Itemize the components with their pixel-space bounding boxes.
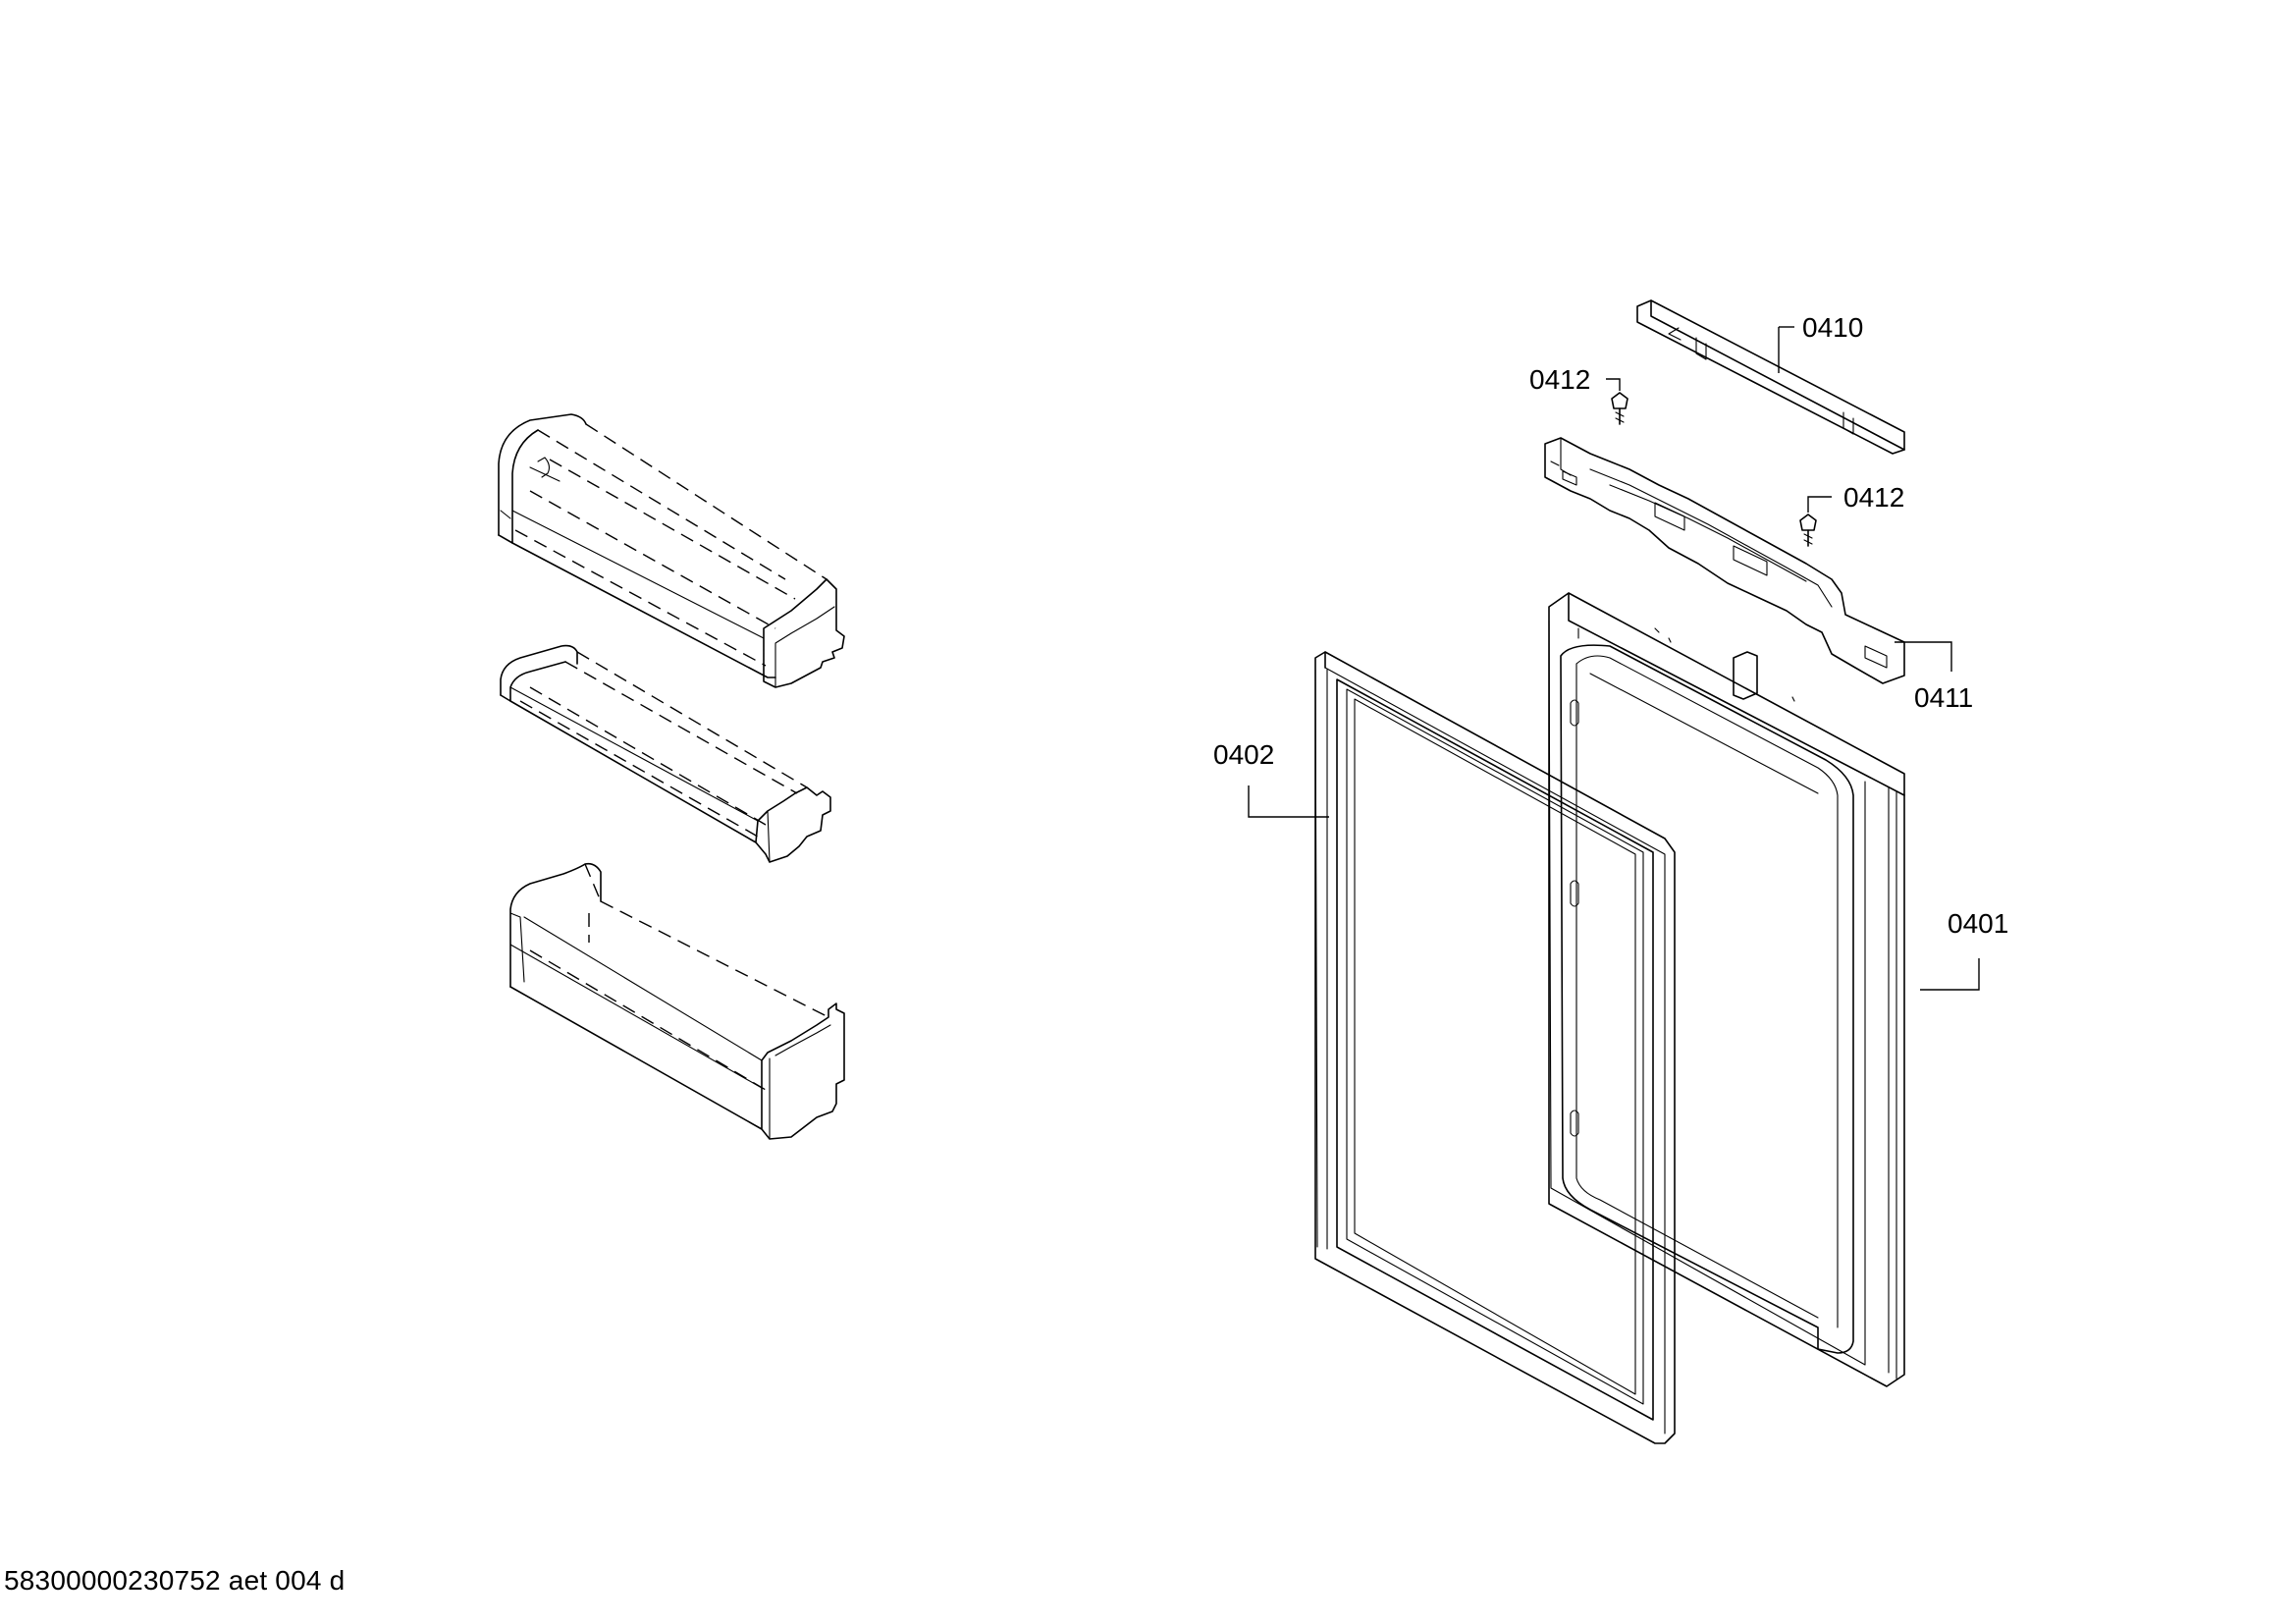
door-shelf-top [498, 413, 845, 688]
part-0412-screw-top [1611, 392, 1629, 425]
leader-0402 [1248, 785, 1329, 818]
part-0402-door-gasket [1314, 651, 1676, 1444]
door-shelf-middle [500, 644, 831, 863]
part-0412-screw-middle [1799, 514, 1817, 547]
leader-0412-top [1606, 378, 1621, 391]
leader-0411 [1895, 641, 1952, 672]
part-0401-door-panel [1548, 592, 1905, 1387]
label-0401: 0401 [1948, 908, 2008, 939]
label-0411: 0411 [1914, 682, 1973, 713]
document-id: 58300000230752 aet 004 d [4, 1565, 346, 1596]
label-0410: 0410 [1802, 312, 1863, 343]
label-0412-mid: 0412 [1843, 482, 1904, 513]
door-shelf-bottom [509, 862, 845, 1140]
label-0402: 0402 [1213, 739, 1274, 770]
part-0410-top-cover [1636, 299, 1905, 455]
part-0411-hinge-bracket [1544, 437, 1905, 684]
leader-0412-mid [1807, 496, 1832, 513]
label-0412-top: 0412 [1529, 364, 1590, 395]
leader-0401 [1920, 958, 1980, 991]
